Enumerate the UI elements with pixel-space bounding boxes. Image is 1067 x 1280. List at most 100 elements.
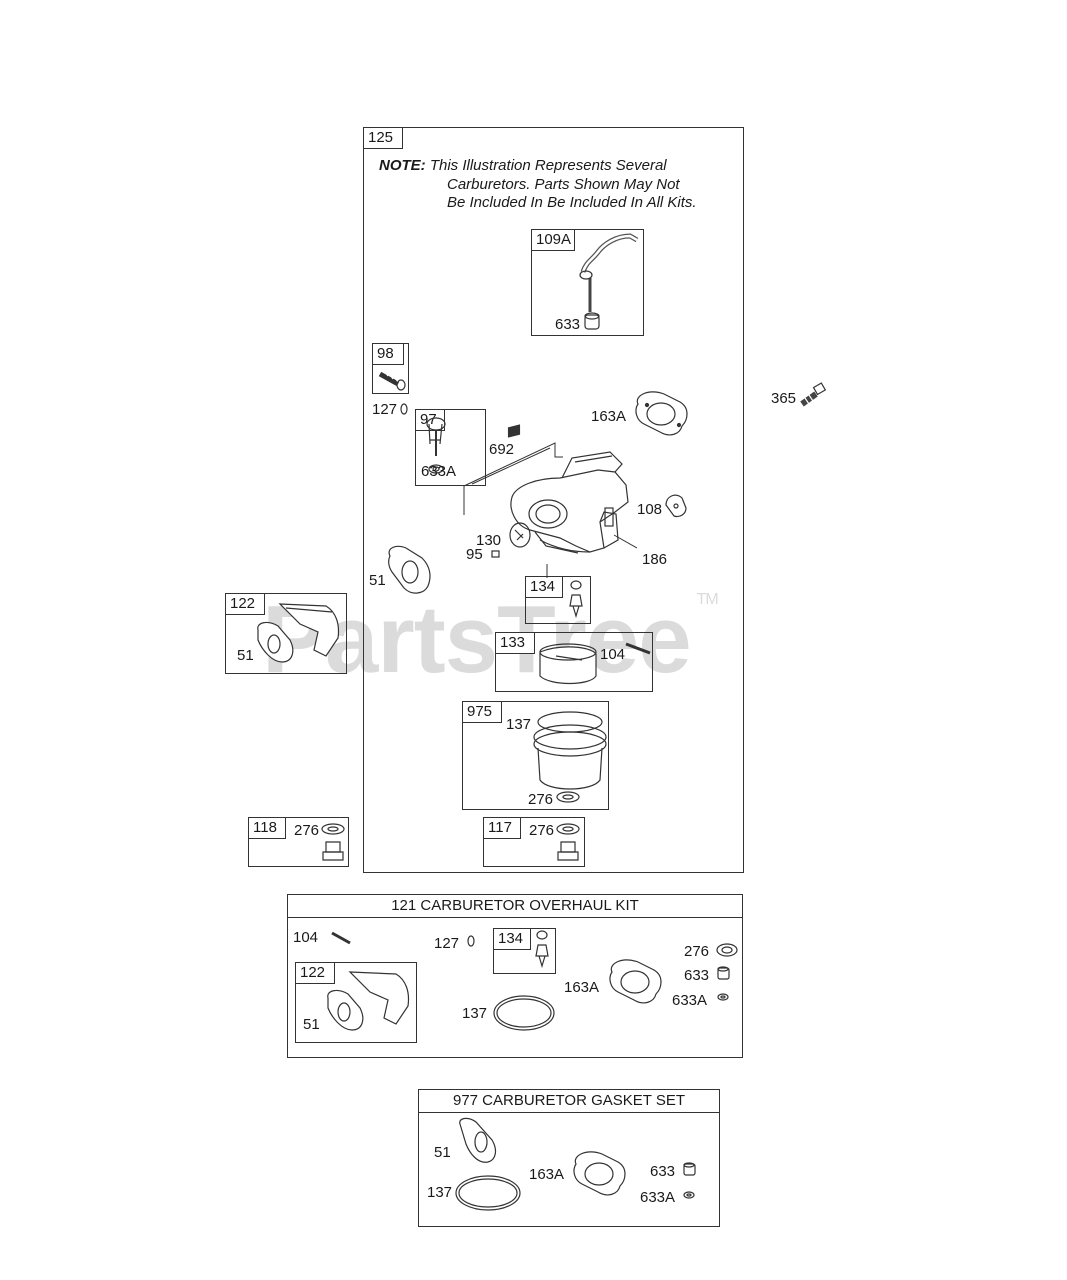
- kit977-gasket-51: [459, 1117, 497, 1163]
- subassembly-122-box: [225, 593, 347, 674]
- subassembly-97-box: [415, 409, 486, 486]
- seal-633-top: [584, 312, 600, 330]
- kit-121-callout-633a: 633A: [672, 992, 708, 1009]
- note-line-3: Be Included In Be Included In All Kits.: [447, 194, 697, 211]
- kit121-o-ring-127: [467, 935, 475, 947]
- subassembly-133-box: [495, 632, 653, 692]
- kit121-spacer-122: [348, 971, 410, 1025]
- kit-977-callout-633a: 633A: [640, 1189, 676, 1206]
- kit-977-frame: 977 CARBURETOR GASKET SET: [418, 1089, 720, 1227]
- kit-977-callout-633: 633: [650, 1163, 676, 1180]
- kit121-gasket-163a: [609, 959, 662, 1004]
- subassembly-117-box: [483, 817, 585, 867]
- fitting-365: [800, 382, 827, 407]
- main-assembly-ref: 125: [363, 127, 403, 149]
- o-ring-127: [400, 403, 408, 415]
- kit-121-122-box: [295, 962, 417, 1043]
- screw-118: [322, 841, 344, 861]
- callout-633a: 633A: [421, 463, 457, 480]
- carburetor-body: [510, 451, 629, 554]
- choke-lever-97: [426, 417, 446, 456]
- kit121-gasket-51: [327, 989, 364, 1031]
- kit-977-callout-137: 137: [427, 1184, 453, 1201]
- kit-121-callout-276: 276: [684, 943, 710, 960]
- kit121-seal-633a: [717, 993, 729, 1001]
- callout-186: 186: [642, 551, 668, 568]
- callout-163a: 163A: [591, 408, 627, 425]
- kit-121-callout-51: 51: [303, 1016, 320, 1033]
- kit-121-callout-137: 137: [462, 1005, 488, 1022]
- disc-130: [509, 522, 531, 548]
- callout-137: 137: [506, 716, 532, 733]
- kit977-seal-633a: [683, 1191, 695, 1199]
- subassembly-975-box: [462, 701, 609, 810]
- kit-121-callout-127: 127: [434, 935, 460, 952]
- kit977-seal-633: [683, 1162, 696, 1176]
- kit121-o-ring-137: [493, 995, 555, 1031]
- gasket-51: [388, 545, 431, 594]
- note-line-2: Carburetors. Parts Shown May Not: [447, 175, 680, 193]
- main-assembly-note: NOTE: This Illustration Represents Sever…: [379, 157, 697, 213]
- callout-276-118: 276: [294, 822, 320, 839]
- callout-130: 130: [476, 532, 502, 549]
- kit121-needle-valve-134: [535, 930, 549, 969]
- screw-95: [491, 550, 500, 558]
- spring-692: [507, 424, 521, 438]
- kit-977-callout-163a: 163A: [529, 1166, 565, 1183]
- callout-975: 975: [462, 701, 502, 723]
- kit-121-callout-633: 633: [684, 967, 710, 984]
- gasket-51-122: [257, 621, 294, 663]
- callout-108: 108: [637, 501, 663, 518]
- note-label: NOTE:: [379, 157, 426, 174]
- screw-117: [557, 841, 579, 861]
- kit-977-callout-51: 51: [434, 1144, 451, 1161]
- watermark-tm: TM: [696, 591, 719, 608]
- callout-109a: 109A: [531, 229, 575, 251]
- callout-127: 127: [372, 401, 398, 418]
- callout-134: 134: [525, 576, 563, 598]
- spacer-122: [278, 603, 340, 657]
- pin-104: [625, 642, 651, 655]
- callout-51-122: 51: [237, 647, 254, 664]
- washer-276-118: [321, 823, 345, 835]
- needle-valve-134: [569, 580, 583, 619]
- kit-121-callout-134: 134: [493, 928, 531, 950]
- subassembly-109a-box: [531, 229, 644, 336]
- kit-121-callout-122: 122: [295, 962, 335, 984]
- washer-276-117: [556, 823, 580, 835]
- kit121-seal-633: [717, 966, 730, 980]
- kit-121-callout-104: 104: [293, 929, 319, 946]
- callout-365: 365: [771, 390, 797, 407]
- washer-276-975: [556, 791, 580, 803]
- float-133: [539, 643, 597, 685]
- gasket-163a: [635, 391, 688, 436]
- callout-122: 122: [225, 593, 265, 615]
- bowl-975: [533, 711, 607, 790]
- plate-108: [665, 494, 687, 518]
- kit-121-title: 121 CARBURETOR OVERHAUL KIT: [288, 895, 742, 918]
- callout-276-117: 276: [529, 822, 555, 839]
- callout-692: 692: [489, 441, 515, 458]
- main-assembly-frame: [363, 127, 744, 873]
- callout-98: 98: [372, 343, 404, 365]
- kit-977-title: 977 CARBURETOR GASKET SET: [419, 1090, 719, 1113]
- callout-117: 117: [483, 817, 521, 839]
- kit-121-frame: 121 CARBURETOR OVERHAUL KIT: [287, 894, 743, 1058]
- callout-95: 95: [466, 546, 483, 563]
- kit-121-callout-163a: 163A: [564, 979, 600, 996]
- kit977-o-ring-137: [455, 1175, 521, 1211]
- screw-98: [378, 369, 406, 391]
- note-line-1: This Illustration Represents Several: [429, 157, 667, 174]
- kit121-washer-276: [716, 943, 738, 957]
- subassembly-118-box: [248, 817, 349, 867]
- callout-104: 104: [600, 646, 626, 663]
- callout-276-975: 276: [528, 791, 554, 808]
- primer-line-part: [579, 233, 639, 312]
- callout-633-top: 633: [555, 316, 581, 333]
- seal-633a: [428, 464, 444, 474]
- callout-118: 118: [248, 817, 286, 839]
- callout-133: 133: [495, 632, 535, 654]
- kit977-gasket-163a: [573, 1151, 626, 1196]
- kit121-pin-104: [331, 931, 351, 945]
